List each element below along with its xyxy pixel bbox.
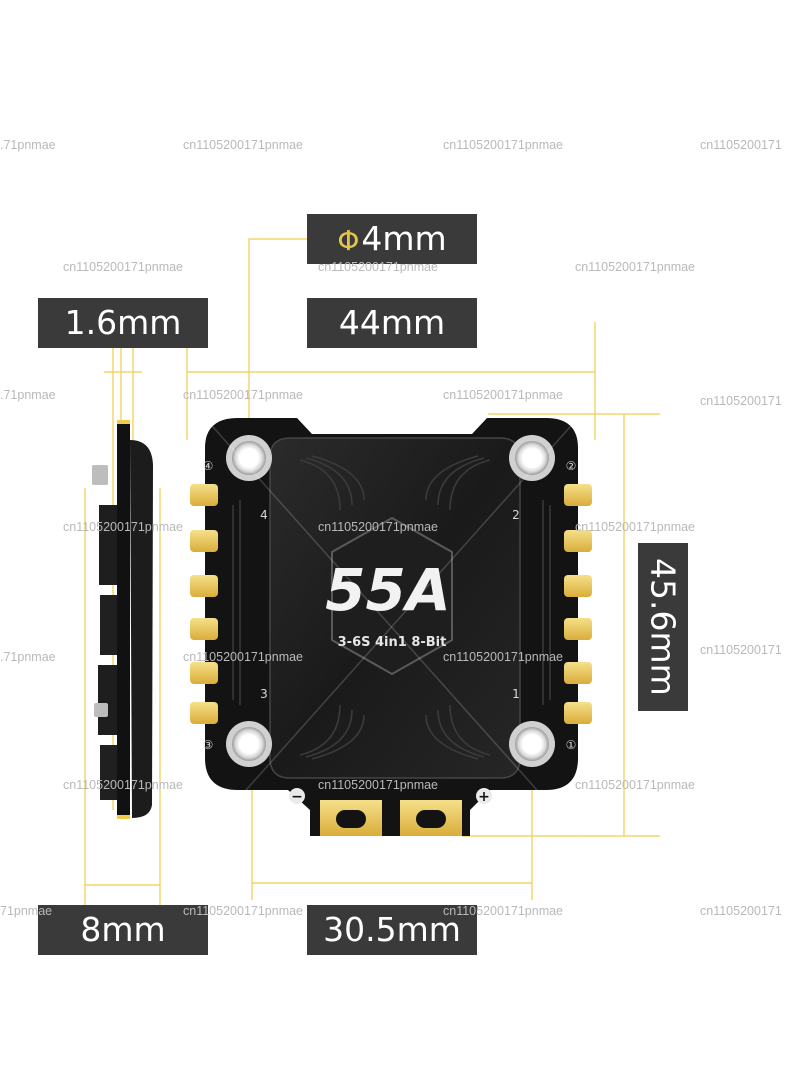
board-width-label: 44mm [307,298,477,348]
motor-number-2: 2 [512,508,520,522]
motor-number-4: 4 [260,508,268,522]
board-height-label: 45.6mm [638,543,688,711]
mounting-hole-2-inner [515,441,549,475]
corner-mark-3: ③ [203,738,214,752]
hole-diameter-value: 4mm [361,219,447,258]
motor-number-labels: 1 2 3 4 [260,508,520,701]
pcb-thickness-label: 1.6mm [38,298,208,348]
hole-diameter-label: Φ4mm [307,214,477,264]
corner-marks: ① ② ③ ④ [203,459,577,752]
side-view-component [100,745,117,800]
side-view-pcb-edge-top [117,420,130,424]
negative-marker [289,788,305,804]
motor-pads-right [564,484,592,724]
mounting-hole-1-inner [515,727,549,761]
side-view-connector [94,703,108,717]
pcb-traces [542,500,551,705]
corner-mark-1: ① [566,738,577,752]
stack-height-label: 8mm [38,905,208,955]
cover-grooves [299,455,491,760]
pcb-traces [232,500,241,705]
rating-text: 55A [325,556,451,624]
side-view-pcb-edge-bottom [117,815,130,819]
watermark-cross [204,417,579,837]
side-view-component [100,595,117,655]
spec-text: 3-6S 4in1 8-Bit [338,635,447,650]
hexagon-emblem [331,516,453,676]
side-view-connector [92,465,108,485]
mounting-hole-4-inner [232,441,266,475]
negative-marker-text: − [291,789,303,805]
mount-spacing-label: 30.5mm [307,905,477,955]
side-view-component [98,665,117,735]
mounting-hole-3-inner [232,727,266,761]
positive-marker [476,788,492,804]
diameter-symbol: Φ [337,224,360,257]
motor-number-1: 1 [512,687,520,701]
side-view-component [99,505,117,585]
motor-pads-left [190,484,218,724]
dimension-lines [84,238,660,905]
top-view-board: 55A 3-6S 4in1 8-Bit 1 2 3 4 ① ② ③ ④ − + [190,418,592,836]
corner-mark-2: ② [566,459,577,473]
side-view-pcb [117,422,130,818]
side-view-cover [130,440,153,818]
battery-pad-negative-slot [336,810,366,828]
motor-number-3: 3 [260,687,268,701]
positive-marker-text: + [478,789,490,805]
battery-pad-positive-slot [416,810,446,828]
side-view-board [92,420,153,819]
corner-mark-4: ④ [203,459,214,473]
